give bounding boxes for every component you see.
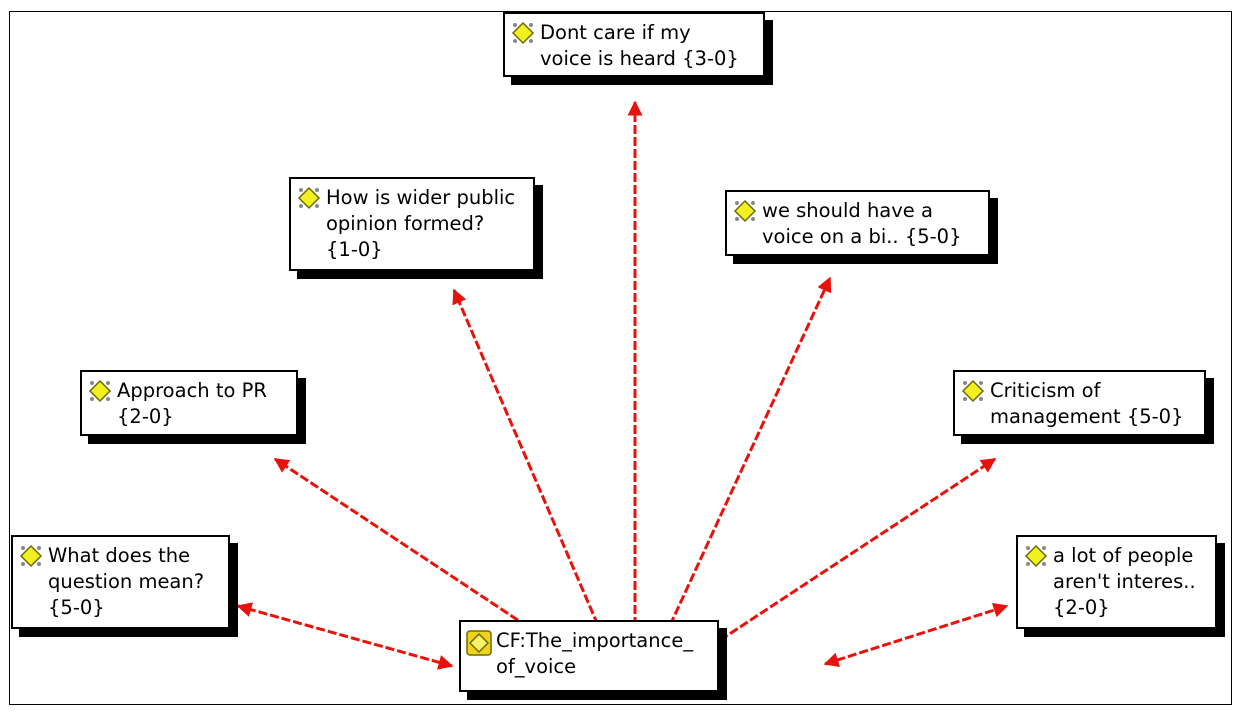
code-node-criticism[interactable]: Criticism of management {5-0}	[953, 370, 1206, 436]
code-node-label: a lot of people aren't interes.. {2-0}	[1053, 544, 1196, 619]
code-icon	[733, 199, 757, 223]
link-question-mean[interactable]	[236, 602, 454, 670]
code-icon	[19, 544, 43, 568]
code-family-hub[interactable]: CF:The_importance_ of_voice	[459, 620, 719, 692]
code-node-wider-public[interactable]: How is wider public opinion formed? {1-0…	[289, 177, 535, 271]
code-icon	[297, 186, 321, 210]
link-not-interested[interactable]	[823, 602, 1009, 668]
code-node-dont-care[interactable]: Dont care if my voice is heard {3-0}	[503, 12, 765, 77]
code-node-label: What does the question mean? {5-0}	[48, 544, 205, 619]
code-node-label: Approach to PR {2-0}	[117, 379, 267, 428]
code-node-label: How is wider public opinion formed? {1-0…	[326, 186, 516, 261]
code-icon	[1024, 544, 1048, 568]
code-family-label: CF:The_importance_ of_voice	[496, 629, 694, 678]
link-criticism[interactable]	[688, 457, 997, 662]
code-node-label: Dont care if my voice is heard {3-0}	[540, 21, 739, 70]
link-voice-on-bi[interactable]	[653, 276, 832, 660]
code-icon	[961, 379, 985, 403]
code-node-voice-on-bi[interactable]: we should have a voice on a bi.. {5-0}	[725, 190, 990, 256]
code-node-approach-pr[interactable]: Approach to PR {2-0}	[80, 370, 298, 436]
code-node-not-interested[interactable]: a lot of people aren't interes.. {2-0}	[1016, 535, 1217, 629]
code-family-icon	[466, 630, 492, 656]
code-node-label: we should have a voice on a bi.. {5-0}	[762, 199, 962, 248]
code-node-label: Criticism of management {5-0}	[990, 379, 1184, 428]
code-node-question-mean[interactable]: What does the question mean? {5-0}	[11, 535, 230, 629]
code-icon	[88, 379, 112, 403]
link-wider-public[interactable]	[452, 288, 614, 660]
code-icon	[511, 21, 535, 45]
